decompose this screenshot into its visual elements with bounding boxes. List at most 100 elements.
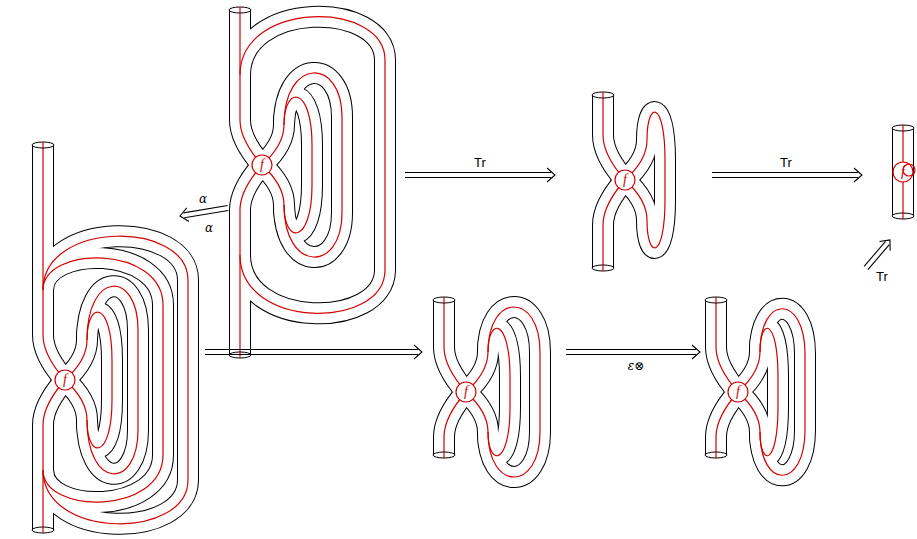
double-arrow [405, 168, 555, 182]
arrow-shaft [566, 354, 696, 355]
tube-fill [43, 258, 163, 502]
operator-label: Tr [779, 156, 793, 169]
morphism-label: f [736, 385, 740, 399]
morphism-circle [728, 382, 748, 402]
tube-outline [892, 128, 914, 216]
tube-end [592, 265, 614, 271]
tube-fill [647, 112, 665, 248]
tube-fill [444, 300, 466, 392]
tube-fill [893, 128, 913, 216]
tube-outline [603, 180, 625, 268]
red-strand [239, 7, 240, 13]
red-strand [43, 145, 65, 380]
morphism-circle [252, 155, 272, 175]
red-strand [488, 307, 540, 477]
tube-outline [488, 307, 540, 477]
red-strand [240, 10, 262, 165]
red-strand [43, 258, 163, 502]
red-strand [488, 328, 510, 455]
operator-label: α [204, 222, 214, 234]
tube-outline [760, 309, 805, 476]
red-strand [602, 265, 603, 271]
red-strand [760, 309, 805, 476]
red-strand [43, 236, 188, 524]
arrow-shaft [566, 349, 696, 350]
arrow-shaft [205, 349, 418, 350]
tube-end [32, 142, 54, 148]
tube-end [32, 527, 54, 533]
red-strand [443, 297, 444, 303]
tube-fill [603, 95, 625, 180]
morphism-circle [55, 370, 75, 390]
operator-label: Tr [473, 156, 487, 169]
red-strand [240, 17, 385, 314]
red-strand [43, 380, 65, 530]
red-strand [602, 92, 603, 98]
tube-outline [716, 300, 738, 392]
tube-fill [716, 300, 738, 392]
red-strand [715, 452, 716, 458]
double-arrow [712, 168, 862, 182]
red-strand [42, 142, 43, 148]
tube-end [892, 125, 914, 131]
red-strand [902, 213, 903, 219]
red-strand [443, 452, 444, 458]
red-strand [87, 286, 138, 474]
tube-outline [444, 300, 466, 392]
tube-fill [87, 286, 138, 474]
tube-fill [760, 309, 805, 476]
arrow-head [854, 168, 862, 182]
tube-end [433, 452, 455, 458]
tube-end [705, 452, 727, 458]
red-strand [444, 300, 466, 392]
arrow-shaft [868, 245, 889, 270]
red-strand [87, 312, 112, 448]
arrow-shaft [405, 177, 551, 178]
tube-end [592, 92, 614, 98]
tube-outline [87, 286, 138, 474]
tube-end [229, 7, 251, 13]
red-strand [716, 300, 738, 392]
tube-outline [603, 95, 625, 180]
tube-fill [603, 180, 625, 268]
tube-outline [647, 112, 665, 248]
tube-end [705, 297, 727, 303]
double-arrow [864, 240, 890, 270]
morphism-label: f [901, 165, 905, 179]
tube-ends [32, 7, 915, 533]
arrow-shaft [712, 172, 858, 173]
tube-end [892, 213, 914, 219]
red-strand [603, 95, 625, 180]
arrow-head [180, 208, 189, 222]
red-strand [42, 527, 43, 533]
red-strand [647, 112, 665, 248]
arrow-head [414, 345, 422, 359]
arrow-shaft [864, 241, 885, 266]
red-strand [760, 328, 778, 455]
tube-fill [284, 73, 342, 257]
morphism-circle [456, 382, 476, 402]
morphism-label: f [260, 158, 264, 172]
arrow-head [547, 168, 555, 182]
tube-outline [43, 258, 163, 502]
tube-outline [43, 236, 188, 524]
morphism-circle [893, 162, 913, 182]
tube-outline [43, 10, 903, 530]
arrow-shaft [205, 354, 418, 355]
arrow-head [879, 240, 890, 251]
arrow-head [692, 345, 700, 359]
double-arrow [566, 345, 700, 359]
red-strands [43, 10, 903, 530]
operator-label: α [198, 193, 208, 205]
red-strand [284, 97, 312, 233]
morphism-label: f [63, 373, 67, 387]
morphism-label: f [623, 173, 627, 187]
red-strand [284, 73, 342, 257]
morphism-circle [615, 170, 635, 190]
red-strand [603, 180, 625, 268]
tube-fill [488, 307, 540, 477]
morphism-label: f [464, 385, 468, 399]
double-arrow [205, 345, 422, 359]
